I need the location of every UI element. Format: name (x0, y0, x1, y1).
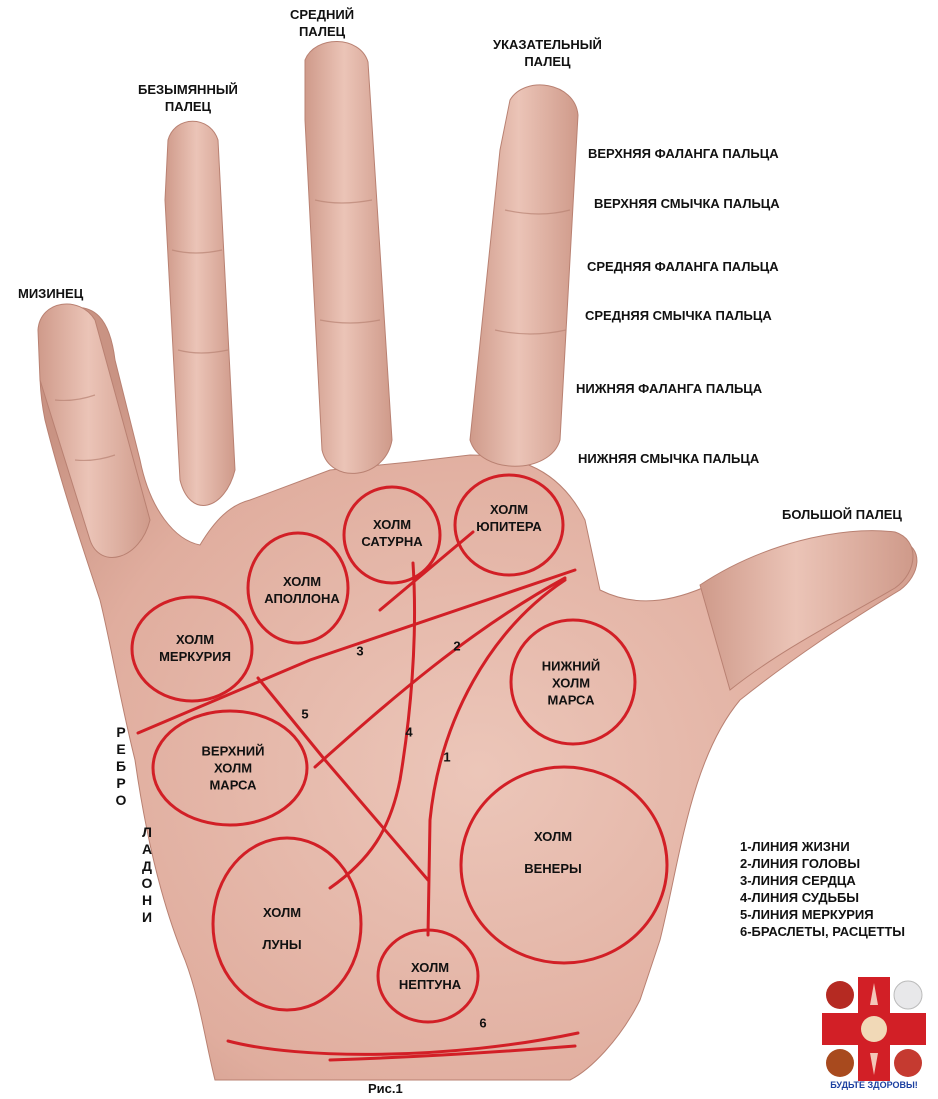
phalanx-label: НИЖНЯЯ СМЫЧКА ПАЛЬЦА (578, 451, 760, 466)
lungs-organ-icon (893, 980, 923, 1010)
heart-organ-icon (826, 981, 854, 1009)
liver-organ-icon (826, 1049, 854, 1077)
legend-item: 6-БРАСЛЕТЫ, РАСЦЕТТЫ (740, 924, 906, 939)
thumb (699, 530, 914, 691)
line-number-5: 5 (301, 706, 309, 722)
legend-item: 1-ЛИНИЯ ЖИЗНИ (740, 839, 850, 854)
palm-shape (39, 307, 918, 1081)
phalanx-label: НИЖНЯЯ ФАЛАНГА ПАЛЬЦА (576, 381, 763, 396)
fate-line (328, 561, 417, 890)
logo-slogan: БУДЬТЕ ЗДОРОВЫ! (830, 1080, 918, 1090)
mercury-line (256, 676, 430, 882)
legend-item: 2-ЛИНИЯ ГОЛОВЫ (740, 856, 861, 871)
phalanx-label: ВЕРХНЯЯ ФАЛАНГА ПАЛЬЦА (588, 146, 779, 161)
brain-organ-icon (861, 1016, 887, 1042)
ring-finger (164, 120, 236, 506)
line-number-2: 2 (453, 638, 461, 654)
venus-circle (459, 765, 669, 965)
finger-creases (54, 199, 571, 462)
phalanx-label: ВЕРХНЯЯ СМЫЧКА ПАЛЬЦА (594, 196, 780, 211)
neptune-circle (376, 928, 480, 1024)
figure-caption: Рис.1 (368, 1081, 403, 1096)
line-number-4: 4 (405, 724, 413, 740)
jupiter-circle (453, 473, 565, 577)
life-line (426, 578, 567, 937)
thumb-label: БОЛЬШОЙ ПАЛЕЦ (782, 507, 902, 522)
phalanx-label: СРЕДНЯЯ ФАЛАНГА ПАЛЬЦА (587, 259, 779, 274)
saturn-circle (342, 485, 442, 585)
upper-mars-circle (151, 709, 309, 827)
line-number-6: 6 (479, 1015, 487, 1031)
legend-item: 4-ЛИНИЯ СУДЬБЫ (740, 890, 860, 905)
line-number-3: 3 (356, 643, 364, 659)
mount-circles (130, 473, 669, 1024)
bracelet-2 (328, 1044, 577, 1062)
legend-item: 3-ЛИНИЯ СЕРДЦА (740, 873, 856, 888)
line-number-1: 1 (443, 749, 451, 765)
lower-mars-circle (509, 618, 637, 746)
health-cross-logo (820, 975, 928, 1085)
head-line (313, 576, 567, 769)
jupiter-connector (378, 530, 475, 612)
lines-legend: 1-ЛИНИЯ ЖИЗНИ 2-ЛИНИЯ ГОЛОВЫ 3-ЛИНИЯ СЕР… (740, 838, 905, 940)
bracelet-1 (226, 1031, 580, 1056)
middle-finger (304, 41, 393, 474)
index-finger (469, 84, 579, 467)
kidneys-organ-icon (894, 1049, 922, 1077)
pinky-finger (37, 303, 151, 558)
mercury-circle (130, 595, 254, 703)
phalanx-label: СРЕДНЯЯ СМЫЧКА ПАЛЬЦА (585, 308, 772, 323)
apollo-circle (246, 531, 350, 645)
palm-lines (136, 530, 580, 1062)
heart-line (136, 568, 577, 735)
pinky-label: МИЗИНЕЦ (18, 286, 84, 301)
moon-circle (211, 836, 363, 1012)
legend-item: 5-ЛИНИЯ МЕРКУРИЯ (740, 907, 874, 922)
